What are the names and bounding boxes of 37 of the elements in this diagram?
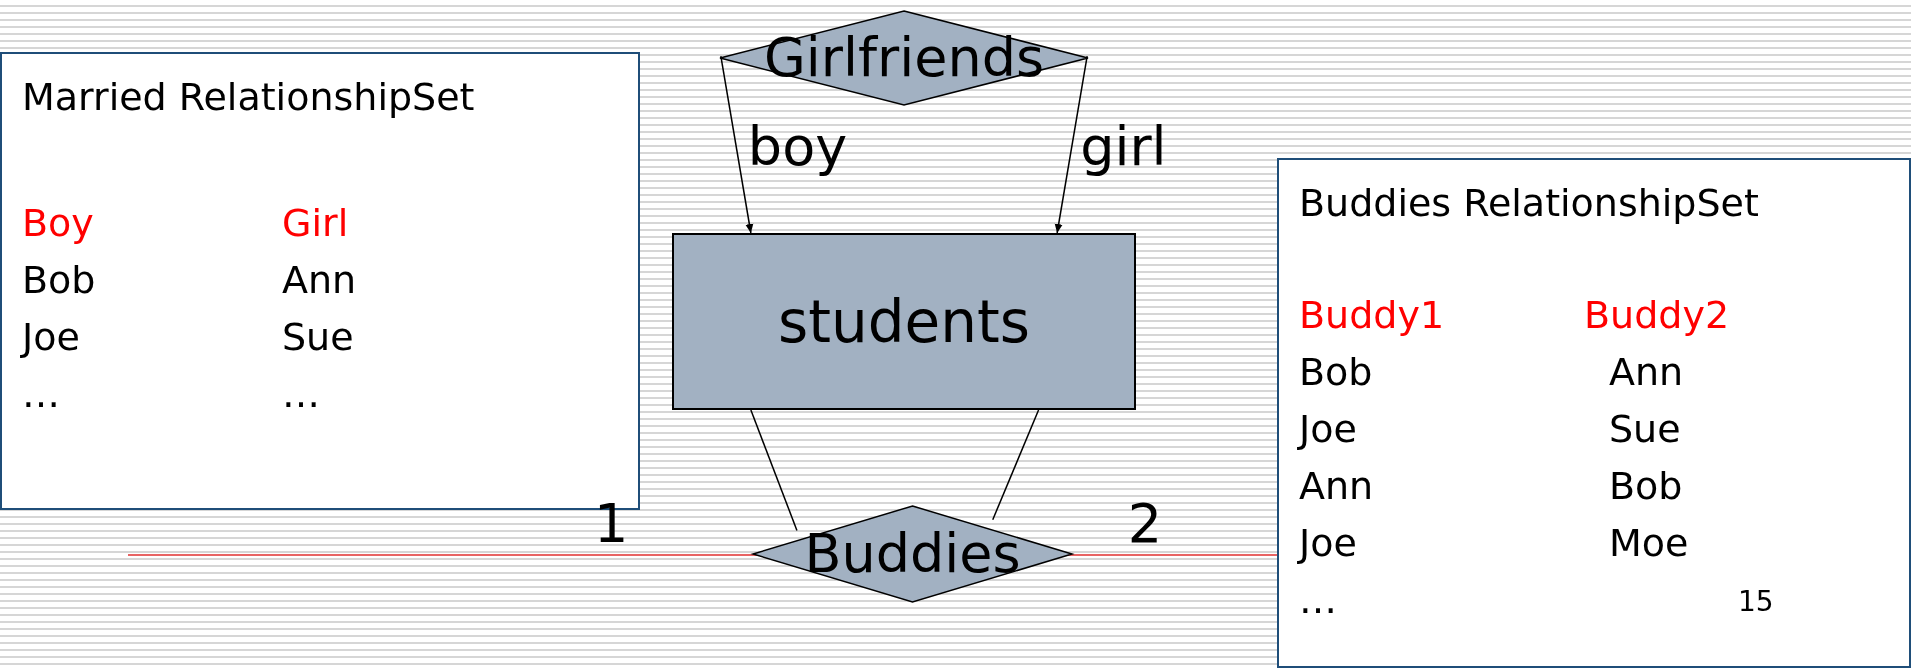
table-title: Buddies RelationshipSet xyxy=(1299,184,1759,222)
relationship-set-card xyxy=(1277,158,1911,668)
table-cell: Moe xyxy=(1609,524,1689,562)
table-cell: Ann xyxy=(1299,467,1374,505)
node-label: Girlfriends xyxy=(763,31,1045,85)
connector-line xyxy=(750,409,798,532)
arrow xyxy=(1054,55,1088,234)
edge-label: girl xyxy=(1080,119,1167,174)
table-cell: Joe xyxy=(22,318,80,356)
column-header: Buddy2 xyxy=(1584,296,1730,334)
table-cell: … xyxy=(22,375,60,413)
node-label: Buddies xyxy=(804,527,1021,581)
relationship-diamond xyxy=(719,10,1089,106)
entity-box xyxy=(672,233,1136,410)
edge-label: 2 xyxy=(1127,496,1162,551)
edge-label: boy xyxy=(747,119,848,174)
relationship-diamond xyxy=(752,505,1073,603)
table-cell: … xyxy=(282,375,320,413)
table-cell: Bob xyxy=(22,261,96,299)
edge-label: 1 xyxy=(593,497,629,552)
page-number: 15 xyxy=(1738,588,1774,616)
table-cell: Sue xyxy=(282,318,354,356)
column-header: Girl xyxy=(282,204,349,242)
table-title: Married RelationshipSet xyxy=(22,78,475,116)
node-label: students xyxy=(778,292,1030,351)
connector-line xyxy=(992,409,1040,521)
table-cell: Joe xyxy=(1299,410,1357,448)
table-cell: Bob xyxy=(1299,353,1373,391)
table-cell: … xyxy=(1299,581,1337,619)
table-cell: Ann xyxy=(1609,353,1684,391)
column-header: Boy xyxy=(22,204,94,242)
arrow xyxy=(720,55,754,234)
column-header: Buddy1 xyxy=(1299,296,1445,334)
table-cell: Sue xyxy=(1609,410,1681,448)
table-cell: Ann xyxy=(282,261,357,299)
table-cell: Bob xyxy=(1609,467,1683,505)
table-cell: Joe xyxy=(1299,524,1357,562)
